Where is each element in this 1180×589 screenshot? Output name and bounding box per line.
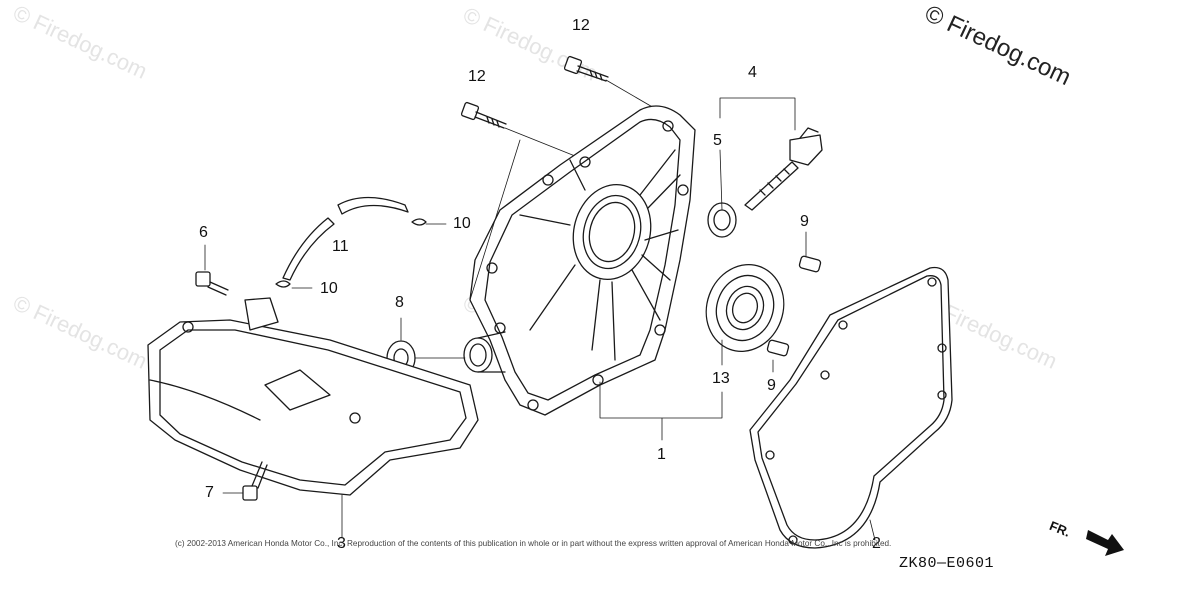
fuel-tank-3	[147, 297, 479, 496]
bearing-13	[705, 264, 785, 352]
breather-tube-11	[282, 196, 409, 281]
callout-7: 7	[205, 484, 214, 501]
callout-2: 2	[872, 535, 881, 552]
callout-9-lower: 9	[767, 377, 776, 394]
clip-10-lower	[275, 280, 291, 288]
callout-1: 1	[657, 446, 666, 463]
callout-11: 11	[332, 238, 349, 255]
bolt-12-upper	[563, 55, 609, 82]
callout-3: 3	[337, 535, 346, 552]
callout-12-upper: 12	[572, 17, 590, 34]
copyright-notice: (c) 2002-2013 American Honda Motor Co., …	[175, 539, 892, 548]
callout-9-upper: 9	[800, 213, 809, 230]
clip-10-upper	[411, 218, 427, 226]
callout-8: 8	[395, 294, 404, 311]
callout-13: 13	[712, 370, 730, 387]
bolt-6	[195, 271, 229, 296]
callout-10-upper: 10	[453, 215, 471, 232]
crankcase-cover	[463, 105, 696, 416]
bolt-12-lower	[460, 101, 507, 129]
callout-5: 5	[713, 132, 722, 149]
dowel-pin-9-lower	[766, 339, 790, 357]
gasket-2	[749, 266, 953, 549]
front-direction-arrow	[1086, 530, 1124, 556]
callout-10-lower: 10	[320, 280, 338, 297]
dowel-pin-9-upper	[798, 255, 822, 273]
callout-6: 6	[199, 224, 208, 241]
drawing-code: ZK80—E0601	[899, 555, 995, 572]
dipstick-4	[744, 127, 823, 211]
callout-12-lower: 12	[468, 68, 486, 85]
callout-4: 4	[748, 64, 757, 81]
